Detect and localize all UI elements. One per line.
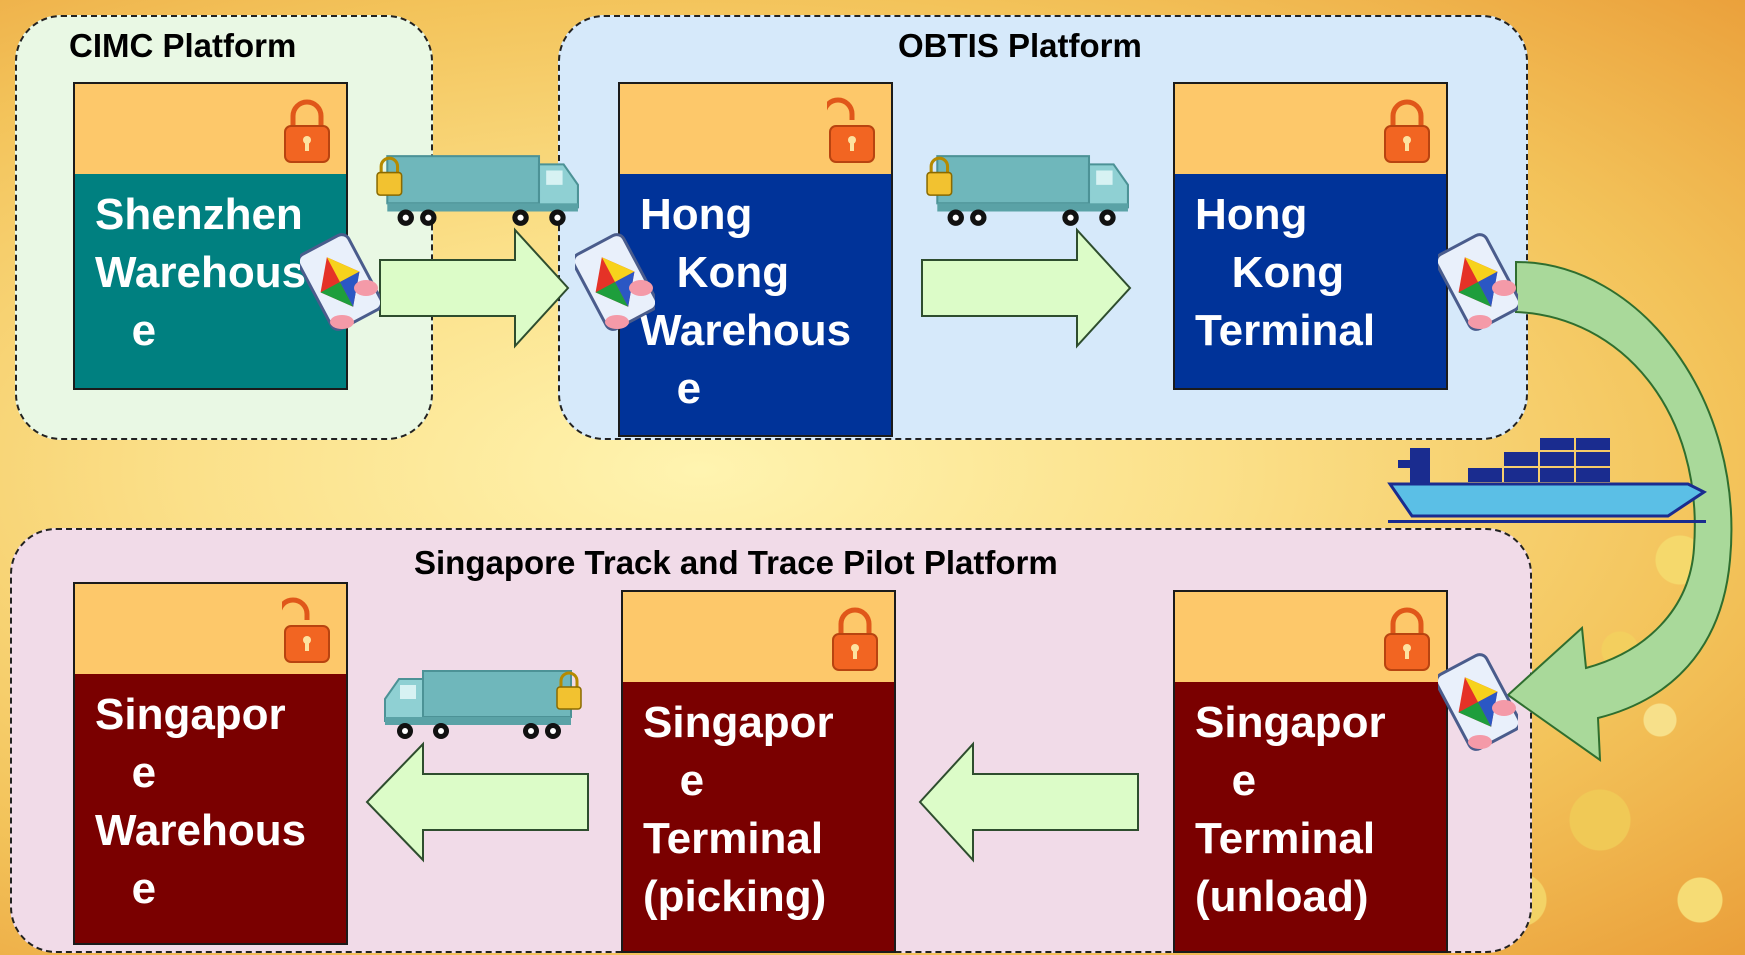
truck-icon	[915, 150, 1140, 232]
node-label: Hong Kong Warehous e	[620, 174, 891, 435]
node-header	[1175, 84, 1446, 174]
shenzhen-warehouse-node: Shenzhen Warehous e	[73, 82, 348, 390]
node-header	[623, 592, 894, 682]
lock-icon	[282, 96, 332, 164]
node-label: Singapor e Terminal (picking)	[623, 682, 894, 951]
obtis-platform-label: OBTIS Platform	[898, 27, 1142, 64]
unlock-icon	[282, 596, 332, 664]
singapore-warehouse-node: Singapor e Warehous e	[73, 582, 348, 945]
container-ship-icon	[1387, 438, 1707, 523]
node-label: Singapor e Warehous e	[75, 674, 346, 943]
hong-kong-terminal-node: Hong Kong Terminal	[1173, 82, 1448, 390]
lock-icon	[830, 604, 880, 672]
flow-arrow-icon	[365, 741, 589, 863]
singapore-terminal-unload-node: Singapor e Terminal (unload)	[1173, 590, 1448, 953]
singapore-platform-label: Singapore Track and Trace Pilot Platform	[414, 544, 1058, 581]
truck-icon	[365, 150, 590, 232]
node-header	[75, 84, 346, 174]
rfid-tag-icon	[300, 232, 380, 332]
lock-icon	[1382, 96, 1432, 164]
truck-icon	[378, 665, 588, 745]
flow-arrow-icon	[918, 741, 1139, 863]
singapore-terminal-picking-node: Singapor e Terminal (picking)	[621, 590, 896, 953]
flow-arrow-icon	[921, 227, 1132, 349]
node-header	[75, 584, 346, 674]
rfid-tag-icon	[575, 232, 655, 332]
node-header	[1175, 592, 1446, 682]
flow-arrow-icon	[379, 227, 570, 349]
node-header	[620, 84, 891, 174]
unlock-icon	[827, 96, 877, 164]
node-label: Singapor e Terminal (unload)	[1175, 682, 1446, 951]
rfid-tag-icon	[1438, 652, 1518, 752]
node-label: Hong Kong Terminal	[1175, 174, 1446, 388]
cimc-platform-label: CIMC Platform	[69, 27, 297, 64]
hong-kong-warehouse-node: Hong Kong Warehous e	[618, 82, 893, 437]
rfid-tag-icon	[1438, 232, 1518, 332]
lock-icon	[1382, 604, 1432, 672]
node-label: Shenzhen Warehous e	[75, 174, 346, 388]
